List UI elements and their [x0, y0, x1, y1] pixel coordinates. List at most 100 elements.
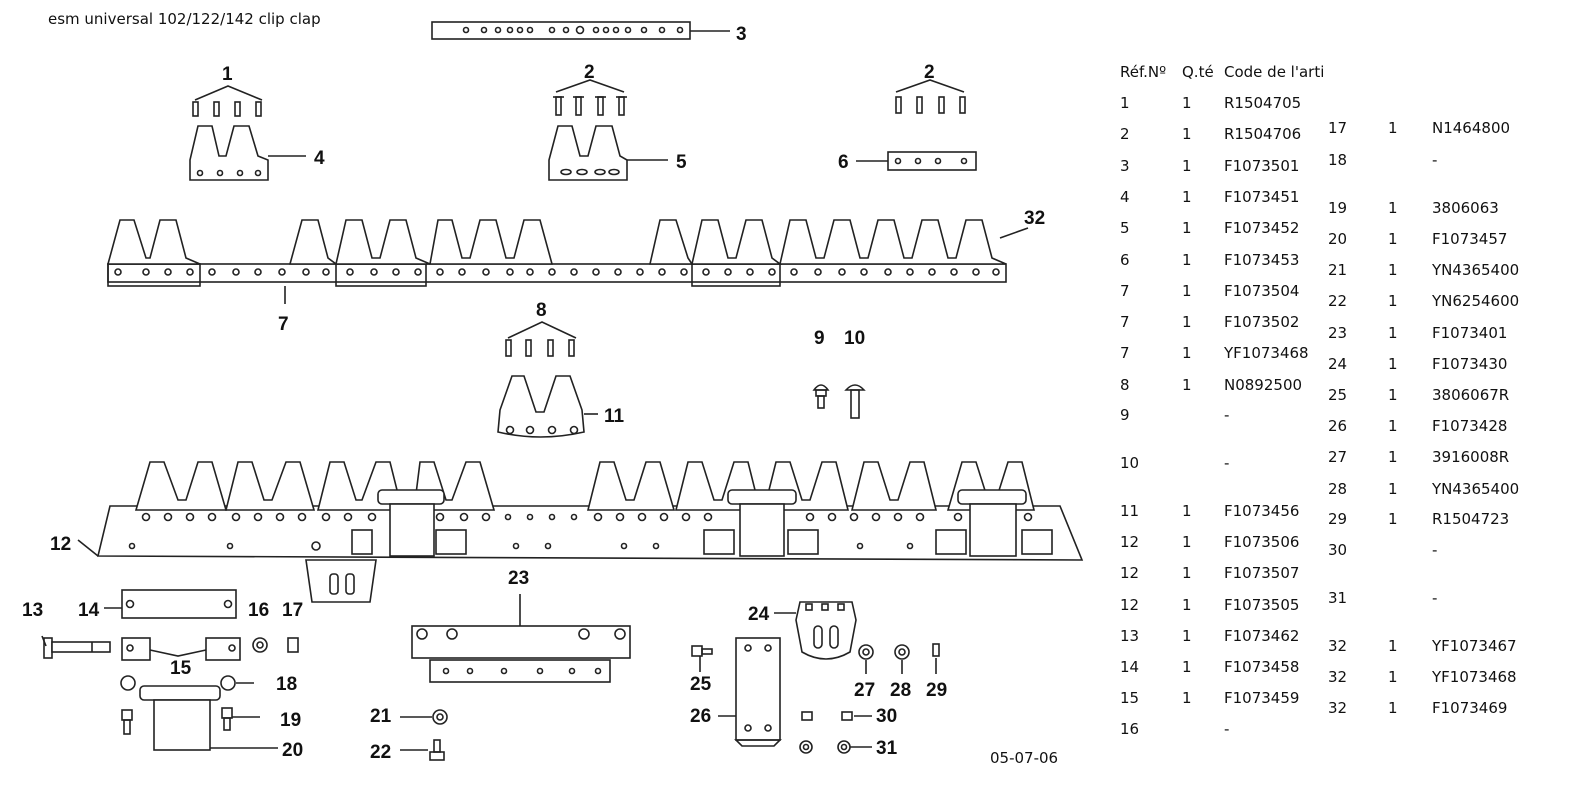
- table-row-right-ref: 30: [1328, 541, 1348, 559]
- callout-19: 19: [280, 710, 301, 731]
- table-row-left-qty: 1: [1182, 658, 1192, 676]
- table-row-left-qty: 1: [1182, 596, 1192, 614]
- table-row-left-qty: 1: [1182, 564, 1192, 582]
- callout-22: 22: [370, 742, 391, 763]
- table-row-left-ref: 9: [1120, 406, 1130, 424]
- table-row-left-code: F1073453: [1224, 251, 1300, 269]
- table-row-right-qty: 1: [1388, 668, 1398, 686]
- table-row-left-ref: 11: [1120, 502, 1140, 520]
- callout-15: 15: [170, 658, 192, 679]
- part-3-bar: [431, 21, 730, 40]
- table-row-left-ref: 5: [1120, 219, 1130, 237]
- part-31-washers: [799, 740, 872, 754]
- callout-1: 1: [222, 64, 233, 85]
- table-row-left-code: R1504705: [1224, 94, 1302, 112]
- part-29-pin: [932, 643, 940, 674]
- table-row-left-code: N0892500: [1224, 376, 1303, 394]
- table-row-left-ref: 12: [1120, 533, 1140, 551]
- table-row-right-ref: 21: [1328, 261, 1348, 279]
- part-21-washer: [400, 709, 448, 725]
- part-16-nut: [252, 637, 268, 653]
- callout-24: 24: [748, 604, 770, 625]
- part-27-washer: [858, 644, 874, 674]
- table-row-right-qty: 1: [1388, 230, 1398, 248]
- table-row-left-code: F1073502: [1224, 313, 1300, 331]
- part-20-clip-housing: [139, 685, 278, 751]
- callout-5: 5: [676, 152, 687, 173]
- table-row-left-code: F1073507: [1224, 564, 1300, 582]
- table-row-right-code: F1073428: [1432, 417, 1508, 435]
- table-row-left-qty: 1: [1182, 94, 1192, 112]
- header-code: Code de l'arti: [1224, 63, 1325, 81]
- part-6-strip: [856, 151, 977, 171]
- callout-12: 12: [50, 534, 71, 555]
- part-17-pin: [287, 637, 299, 653]
- table-row-left-code: YF1073468: [1224, 344, 1309, 362]
- table-row-right-code: N1464800: [1432, 119, 1511, 137]
- callout-21: 21: [370, 706, 392, 727]
- part-24-bracket: [774, 601, 857, 660]
- table-row-left-ref: 15: [1120, 689, 1140, 707]
- part-5-knife-section: [548, 125, 668, 181]
- table-row-right-ref: 32: [1328, 637, 1348, 655]
- part-22-bolt: [400, 739, 445, 761]
- table-row-right-code: -: [1432, 151, 1438, 169]
- part-7-32-knife-bar: [106, 219, 1029, 304]
- table-row-left-ref: 7: [1120, 313, 1130, 331]
- table-row-right-qty: 1: [1388, 199, 1398, 217]
- table-row-right-ref: 24: [1328, 355, 1348, 373]
- table-row-left-qty: 1: [1182, 502, 1192, 520]
- callout-25: 25: [690, 674, 712, 695]
- table-row-left-qty: 1: [1182, 689, 1192, 707]
- table-row-left-ref: 3: [1120, 157, 1130, 175]
- table-row-right-ref: 17: [1328, 119, 1348, 137]
- callout-20: 20: [282, 740, 303, 761]
- callout-7: 7: [278, 314, 289, 335]
- table-row-right-ref: 26: [1328, 417, 1348, 435]
- table-row-right-code: F1073430: [1432, 355, 1508, 373]
- table-row-right-qty: 1: [1388, 261, 1398, 279]
- table-row-right-ref: 22: [1328, 292, 1348, 310]
- table-row-left-code: F1073462: [1224, 627, 1300, 645]
- callout-9: 9: [814, 328, 825, 349]
- callout-8: 8: [536, 300, 547, 321]
- part-30-nuts: [801, 711, 872, 721]
- callout-17: 17: [282, 600, 303, 621]
- table-row-left-qty: 1: [1182, 282, 1192, 300]
- callout-18: 18: [276, 674, 297, 695]
- table-row-right-code: F1073469: [1432, 699, 1508, 717]
- table-row-left-ref: 14: [1120, 658, 1140, 676]
- table-row-left-ref: 1: [1120, 94, 1130, 112]
- table-row-left-code: F1073452: [1224, 219, 1300, 237]
- table-row-left-ref: 12: [1120, 564, 1140, 582]
- part-1-rivets: [192, 85, 263, 117]
- diagram-title: esm universal 102/122/142 clip clap: [48, 10, 321, 28]
- table-row-left-code: -: [1224, 454, 1230, 472]
- table-row-right-code: 3916008R: [1432, 448, 1510, 466]
- table-row-left-ref: 10: [1120, 454, 1140, 472]
- table-row-right-code: F1073457: [1432, 230, 1508, 248]
- table-row-left-qty: 1: [1182, 125, 1192, 143]
- table-row-right-code: -: [1432, 541, 1438, 559]
- table-row-left-qty: 1: [1182, 376, 1192, 394]
- table-row-right-code: YN4365400: [1432, 480, 1520, 498]
- callout-3: 3: [736, 24, 747, 45]
- part-13-bolt: [41, 635, 111, 659]
- table-row-right-code: 3806063: [1432, 199, 1499, 217]
- table-row-right-code: 3806067R: [1432, 386, 1510, 404]
- table-row-right-code: R1504723: [1432, 510, 1510, 528]
- table-row-left-code: F1073501: [1224, 157, 1300, 175]
- table-row-left-ref: 8: [1120, 376, 1130, 394]
- table-row-left-code: -: [1224, 720, 1230, 738]
- table-row-right-ref: 29: [1328, 510, 1348, 528]
- callout-2a: 2: [584, 62, 595, 83]
- callout-11: 11: [604, 406, 625, 427]
- table-row-left-code: F1073506: [1224, 533, 1300, 551]
- table-row-left-code: F1073459: [1224, 689, 1300, 707]
- table-row-left-ref: 6: [1120, 251, 1130, 269]
- part-15-spacers: [121, 637, 241, 661]
- part-26-clip: [718, 637, 782, 747]
- table-row-right-qty: 1: [1388, 448, 1398, 466]
- table-row-left-ref: 7: [1120, 282, 1130, 300]
